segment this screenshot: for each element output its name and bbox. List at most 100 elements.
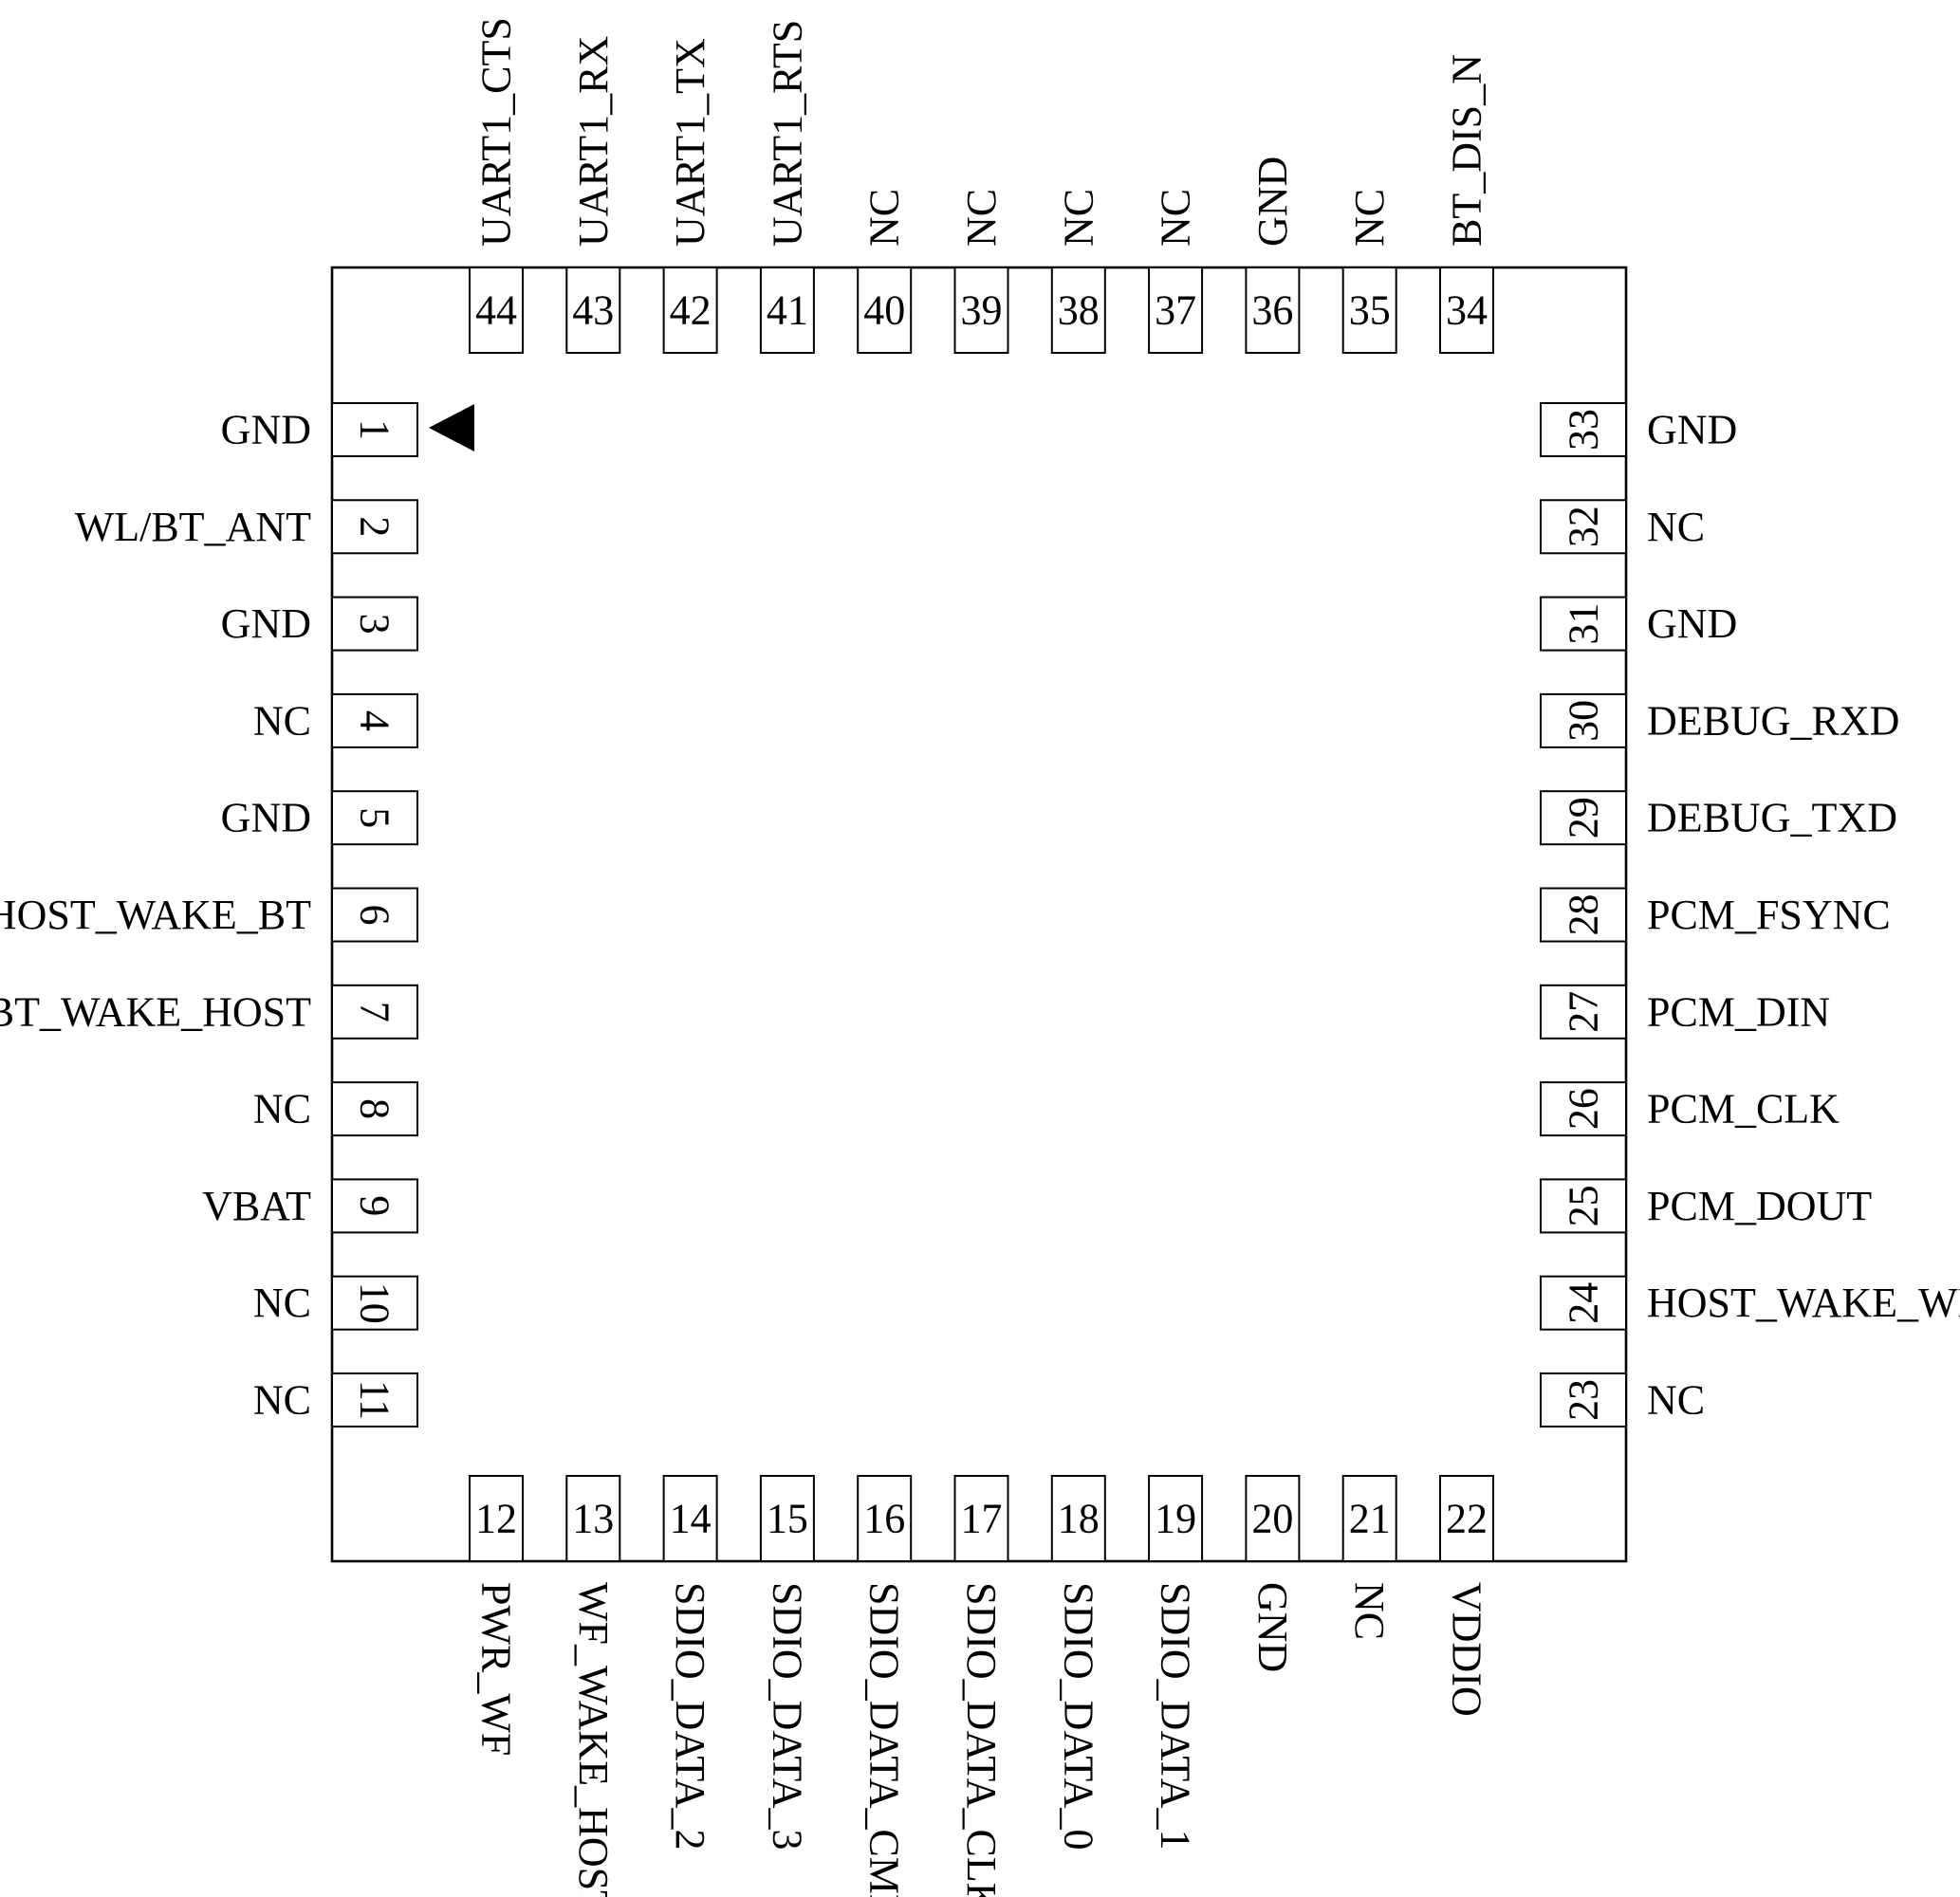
pin-number: 40 xyxy=(863,287,905,334)
pin-pad xyxy=(953,267,1009,354)
pin-label: GND xyxy=(221,795,311,841)
pin-label: NC xyxy=(861,189,908,247)
pin-label: VBAT xyxy=(202,1183,311,1229)
pin-pad xyxy=(331,692,418,748)
pin-label: HOST_WAKE_WF xyxy=(1647,1280,1960,1326)
pin-number: 10 xyxy=(352,1282,398,1324)
pin-number: 34 xyxy=(1446,287,1488,334)
pin-label: NC xyxy=(1647,504,1705,550)
pin-pad xyxy=(662,1475,718,1562)
pin-number: 13 xyxy=(572,1496,614,1542)
pin-pad xyxy=(1050,267,1106,354)
pin-label: GND xyxy=(1647,600,1737,647)
pin-number: 33 xyxy=(1561,409,1607,451)
pin-number: 16 xyxy=(863,1496,905,1542)
pin-pad xyxy=(1439,267,1494,354)
pin-pad xyxy=(1540,1081,1627,1137)
pin-number: 20 xyxy=(1251,1496,1293,1542)
pin-number: 3 xyxy=(352,614,398,635)
pin-label: HOST_WAKE_BT xyxy=(0,892,311,938)
pin-label: UART1_RX xyxy=(570,36,617,247)
pin-pad xyxy=(857,267,913,354)
pin-28: 28 PCM_FSYNC xyxy=(1540,887,1891,943)
pin-pad xyxy=(331,1372,418,1427)
pin-number: 23 xyxy=(1561,1379,1607,1421)
pin-number: 4 xyxy=(352,710,398,731)
pin-pad xyxy=(331,984,418,1040)
pin-pad xyxy=(1540,790,1627,846)
pin-label: WF_WAKE_HOST xyxy=(570,1582,617,1897)
pin-label: DEBUG_TXD xyxy=(1647,795,1897,841)
pin-pad xyxy=(1245,267,1301,354)
pin-label: VDDIO xyxy=(1444,1582,1490,1717)
pin-number: 17 xyxy=(961,1496,1003,1542)
pin-number: 18 xyxy=(1058,1496,1100,1542)
pin-25: 25 PCM_DOUT xyxy=(1540,1178,1872,1234)
pin-number: 44 xyxy=(475,287,517,334)
pins-layer: 1GND2WL/BT_ANT3GND4NC5GND6HOST_WAKE_BT7B… xyxy=(0,17,1960,1897)
pin-4: 4 NC xyxy=(253,692,418,748)
pin-number: 42 xyxy=(670,287,712,334)
pin-label: PCM_DIN xyxy=(1647,988,1830,1035)
pin-pad xyxy=(1540,984,1627,1040)
pin-9: 9 VBAT xyxy=(202,1178,418,1234)
pin-label: PCM_FSYNC xyxy=(1647,892,1891,938)
pin-number: 36 xyxy=(1251,287,1293,334)
pin-number: 39 xyxy=(961,287,1003,334)
pin-3: 3 GND xyxy=(221,596,418,652)
pin-number: 25 xyxy=(1561,1185,1607,1226)
pin-40: 40 NC xyxy=(857,189,913,354)
pin-pad xyxy=(565,267,621,354)
pin-pad xyxy=(331,1275,418,1331)
pin-pad xyxy=(1540,887,1627,943)
pin-label: GND xyxy=(221,600,311,647)
pin-number: 11 xyxy=(352,1380,398,1420)
pin-label: SDIO_DATA_1 xyxy=(1153,1582,1199,1850)
pin-pad xyxy=(1540,402,1627,457)
pin-33: 33 GND xyxy=(1540,402,1737,457)
pin-label: UART1_RTS xyxy=(764,20,810,247)
pin-number: 38 xyxy=(1058,287,1100,334)
pin-39: 39 NC xyxy=(953,189,1009,354)
pin-pad xyxy=(953,1475,1009,1562)
pin-10: 10 NC xyxy=(253,1275,418,1331)
pin-pad xyxy=(1341,267,1397,354)
pin-label: NC xyxy=(253,1280,311,1326)
pin-label: GND xyxy=(1647,407,1737,453)
pin-label: NC xyxy=(1153,189,1199,247)
pin-number: 9 xyxy=(352,1195,398,1216)
pin-label: NC xyxy=(253,697,311,744)
pin-label: PCM_DOUT xyxy=(1647,1183,1872,1229)
pin-number: 24 xyxy=(1561,1282,1607,1324)
pin-label: SDIO_DATA_0 xyxy=(1055,1582,1101,1850)
pin-number: 28 xyxy=(1561,894,1607,936)
pin-pad xyxy=(1540,1275,1627,1331)
pin-label: GND xyxy=(221,407,311,453)
pin-label: NC xyxy=(253,1086,311,1133)
pin-pad xyxy=(662,267,718,354)
pin-pad xyxy=(1148,1475,1204,1562)
pin-label: SDIO_DATA_CMD xyxy=(861,1582,908,1897)
pin-number: 19 xyxy=(1155,1496,1196,1542)
pin-label: NC xyxy=(958,189,1005,247)
package-body xyxy=(330,266,1628,1563)
pin-label: SDIO_DATA_CLK xyxy=(958,1582,1005,1897)
pin-pad xyxy=(469,267,524,354)
